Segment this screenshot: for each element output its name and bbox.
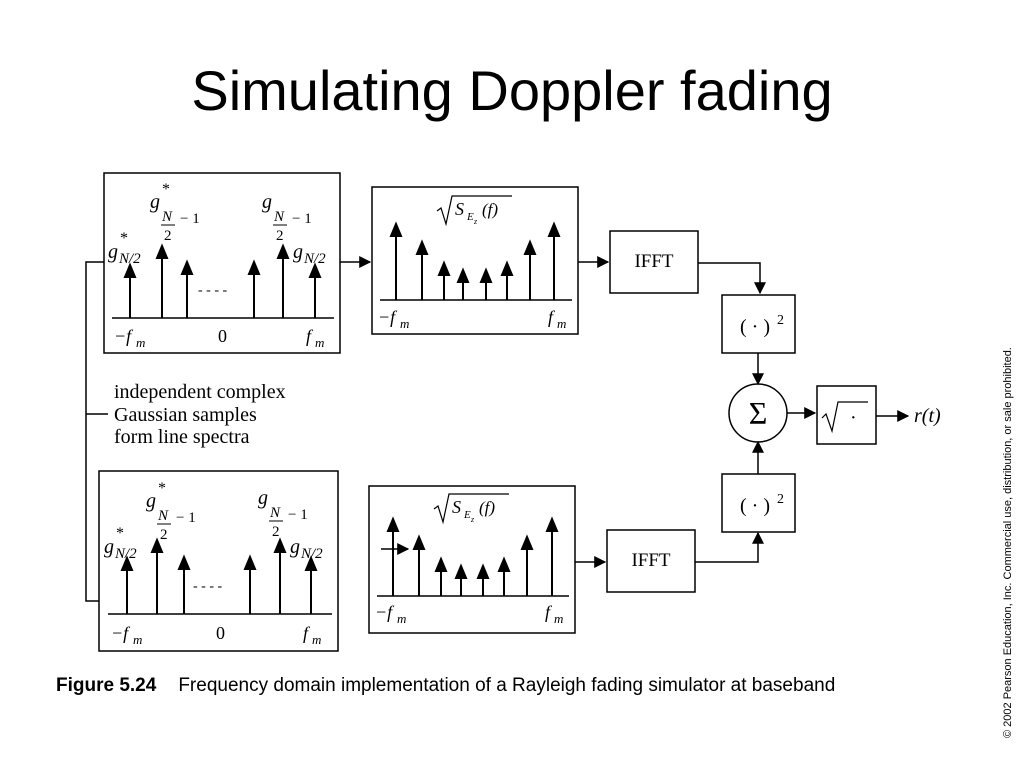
bottom-square-block: ( · ) 2: [721, 473, 796, 533]
bottom-line-spectrum-box: - - - - * g N/2 * g N 2 − 1 g N 2 − 1 g …: [98, 470, 339, 652]
bottom-spectral-lines: [120, 537, 318, 614]
minus-one-label: − 1: [288, 507, 308, 523]
bottom-branch: - - - - * g N/2 * g N 2 − 1 g N 2 − 1 g …: [98, 440, 796, 652]
g-label: g: [258, 487, 268, 509]
axis-sub-m: m: [136, 335, 145, 350]
filter-sub-e: E: [463, 509, 471, 521]
axis-sub-m: m: [557, 316, 566, 331]
ifft-label: IFFT: [631, 550, 670, 571]
axis-minus-fm-label: −f: [111, 623, 131, 643]
star-label: *: [158, 480, 166, 497]
square-exponent: 2: [777, 313, 784, 328]
ifft-label: IFFT: [634, 251, 673, 272]
filter-sub-e: E: [466, 211, 474, 223]
two-label: 2: [272, 524, 280, 540]
spectrum-dashes: - - - -: [193, 579, 222, 594]
axis-sub-m: m: [315, 335, 324, 350]
top-line-spectrum-box: - - - - * g N/2 * g N 2 − 1 g N 2 − 1 g …: [103, 172, 341, 354]
n-over-2-label: N/2: [300, 546, 323, 562]
n-over-2-label: N/2: [303, 251, 326, 267]
star-label: *: [116, 525, 124, 542]
slide-title: Simulating Doppler fading: [191, 59, 833, 122]
axis-minus-fm-label: −f: [375, 602, 395, 622]
top-filter-spectrum: [389, 221, 561, 300]
g-label: g: [262, 191, 272, 213]
filter-sub-z: z: [470, 515, 475, 524]
g-label: g: [104, 536, 114, 558]
summer-block: Σ: [728, 383, 788, 443]
axis-zero-label: 0: [216, 623, 225, 643]
n-label: N: [273, 209, 285, 225]
filter-of-f: (f): [479, 498, 495, 517]
axis-sub-m: m: [554, 611, 563, 626]
figure-text: Frequency domain implementation of a Ray…: [178, 675, 836, 696]
sqrt-block: ·: [816, 385, 877, 445]
axis-sub-m: m: [312, 632, 321, 647]
g-label: g: [150, 191, 160, 213]
axis-fm-label: f: [548, 307, 556, 327]
g-label: g: [146, 490, 156, 512]
figure-label: Figure 5.24: [56, 675, 157, 696]
input-bracket: [85, 261, 108, 602]
note-text: independent complex Gaussian samples for…: [114, 381, 286, 448]
star-label: *: [162, 181, 170, 198]
n-over-2-label: N/2: [118, 251, 141, 267]
n-label: N: [161, 209, 173, 225]
axis-fm-label: f: [545, 602, 553, 622]
top-branch: - - - - * g N/2 * g N 2 − 1 g N 2 − 1 g …: [103, 172, 796, 386]
two-label: 2: [164, 228, 172, 244]
filter-sub-z: z: [473, 217, 478, 226]
axis-fm-label: f: [303, 623, 311, 643]
square-exponent: 2: [777, 492, 784, 507]
axis-sub-m: m: [400, 316, 409, 331]
square-label: ( · ): [740, 495, 770, 517]
top-ifft-block: IFFT: [609, 230, 699, 294]
minus-one-label: − 1: [176, 510, 196, 526]
top-spectral-lines: [123, 243, 322, 318]
axis-sub-m: m: [133, 632, 142, 647]
bottom-ifft-block: IFFT: [606, 529, 696, 593]
sigma-symbol: Σ: [749, 395, 768, 431]
note-line-2: Gaussian samples: [114, 404, 257, 426]
output-r-label: r(t): [914, 405, 941, 427]
two-label: 2: [276, 228, 284, 244]
n-over-2-label: N/2: [114, 546, 137, 562]
note-line-3: form line spectra: [114, 426, 250, 448]
axis-sub-m: m: [397, 611, 406, 626]
filter-of-f: (f): [482, 200, 498, 219]
spectrum-dashes: - - - -: [198, 283, 227, 298]
n-label: N: [269, 505, 281, 521]
bottom-doppler-filter-box: S E z (f) −f m f m: [368, 485, 576, 634]
two-label: 2: [160, 527, 168, 543]
filter-s-label: S: [452, 497, 461, 517]
copyright-notice: © 2002 Pearson Education, Inc. Commercia…: [1002, 347, 1014, 738]
top-doppler-filter-box: S E z (f) −f m f m: [371, 186, 579, 335]
top-square-block: ( · ) 2: [721, 294, 796, 354]
minus-one-label: − 1: [292, 211, 312, 227]
axis-minus-fm-label: −f: [378, 307, 398, 327]
g-label: g: [293, 241, 303, 263]
star-label: *: [120, 230, 128, 247]
g-label: g: [108, 241, 118, 263]
axis-minus-fm-label: −f: [114, 326, 134, 346]
square-label: ( · ): [740, 316, 770, 338]
sqrt-dot: ·: [850, 407, 857, 429]
axis-fm-label: f: [306, 326, 314, 346]
bottom-filter-spectrum: [386, 516, 559, 596]
filter-s-label: S: [455, 199, 464, 219]
figure-caption: Figure 5.24 Frequency domain implementati…: [56, 675, 835, 697]
note-line-1: independent complex: [114, 381, 286, 403]
g-label: g: [290, 536, 300, 558]
axis-zero-label: 0: [218, 326, 227, 346]
n-label: N: [157, 508, 169, 524]
minus-one-label: − 1: [180, 211, 200, 227]
